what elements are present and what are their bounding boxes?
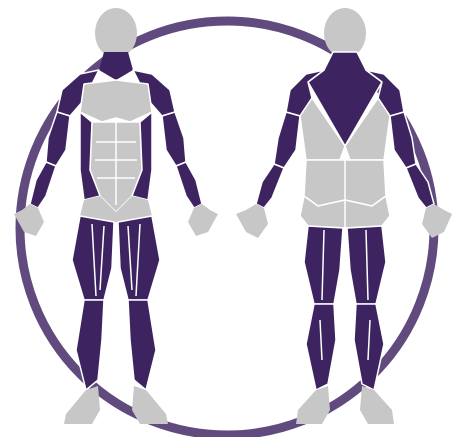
back-foot-right — [360, 386, 394, 424]
front-shin-right — [128, 300, 156, 390]
back-hand-right — [422, 204, 452, 238]
front-bicep-right — [162, 112, 186, 166]
front-forearm-left — [30, 162, 56, 208]
front-figure — [14, 8, 218, 424]
front-head — [95, 8, 137, 58]
back-tricep-right — [390, 112, 416, 168]
back-foot-left — [296, 386, 330, 424]
front-chest — [80, 80, 152, 122]
back-forearm-left — [256, 164, 284, 208]
back-head — [324, 8, 366, 58]
front-neck — [99, 52, 133, 80]
back-hand-left — [236, 204, 268, 238]
front-foot-right — [132, 386, 168, 424]
back-figure — [236, 8, 452, 424]
front-foot-left — [64, 386, 100, 424]
front-hand-right — [188, 204, 218, 236]
back-tricep-left — [274, 112, 300, 168]
front-forearm-right — [176, 162, 202, 208]
